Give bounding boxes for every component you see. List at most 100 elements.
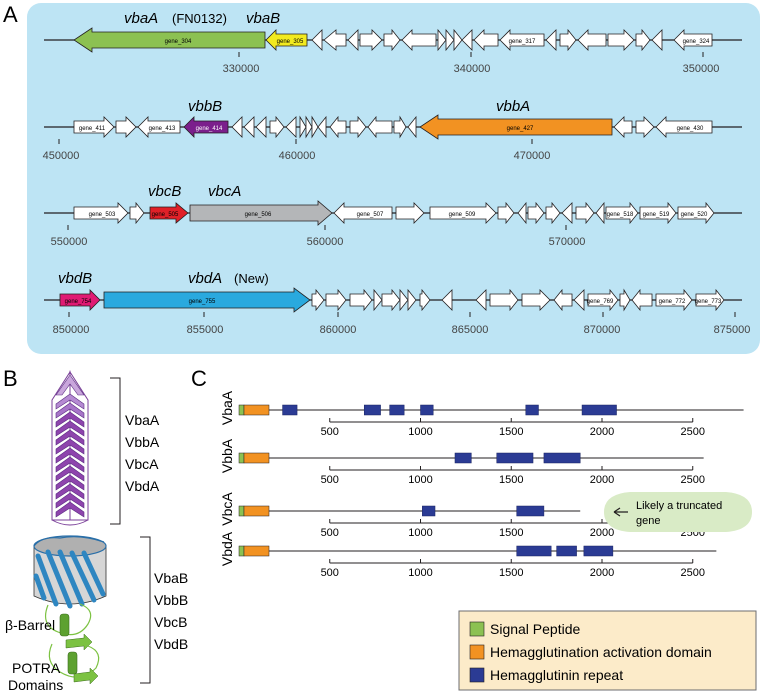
protein-label: VbcA [125, 456, 159, 472]
gene-label-vbaa: vbaA [124, 10, 158, 27]
gene-id: gene_503 [89, 212, 116, 218]
tick-label: 860000 [320, 324, 357, 336]
axis-tick-label: 2000 [590, 567, 614, 579]
tick-label: 865000 [452, 324, 489, 336]
gene-label-vbdb: vbdB [58, 270, 92, 287]
signal-peptide [238, 505, 245, 517]
gene-id: gene_324 [683, 39, 710, 45]
panel-label-a: A [3, 2, 18, 27]
tick-label: 855000 [187, 324, 224, 336]
legend-box [458, 610, 757, 691]
gene-id: gene_518 [607, 212, 634, 218]
protein-name: VbdA [219, 531, 235, 566]
signal-peptide [238, 545, 245, 557]
gene-id: gene_427 [507, 126, 534, 132]
gene-id: gene_505 [152, 212, 179, 218]
tick-label: 560000 [307, 236, 344, 248]
gene-id: gene_507 [357, 212, 384, 218]
axis-tick-label: 1500 [499, 567, 523, 579]
gene-id: gene_414 [196, 126, 223, 132]
axis-tick-label: 1000 [408, 474, 432, 486]
gene-id: gene_519 [643, 212, 670, 218]
gene-arrows-unnamed [73, 115, 713, 139]
gene-arrow-vbba [419, 114, 613, 140]
protein-name: VbbA [219, 438, 235, 473]
gene-id: gene_773 [695, 299, 722, 305]
tick-label: 460000 [279, 150, 316, 162]
gene-id: gene_754 [65, 299, 92, 305]
activation-domain [243, 505, 270, 517]
protein-label: VbaA [125, 412, 160, 428]
hemagglutinin-repeat [516, 545, 552, 557]
panel-label-c: C [191, 366, 207, 391]
gene-arrows-unnamed [311, 28, 713, 52]
protein-label: VbbA [125, 434, 160, 450]
signal-peptide [238, 452, 245, 464]
legend: Signal Peptide Hemagglutination activati… [458, 610, 757, 691]
protein-name: VbcA [219, 492, 235, 526]
potra-label-line2: Domains [8, 677, 63, 693]
axis-tick-label: 500 [321, 527, 339, 539]
hemagglutinin-repeat [420, 404, 434, 416]
axis-tick-label: 1500 [499, 527, 523, 539]
gene-id: gene_520 [681, 212, 708, 218]
gene-label-vbcb: vbcB [148, 183, 181, 200]
callout-text-line2: gene [636, 515, 660, 527]
gene-id: gene_769 [587, 299, 614, 305]
axis-tick-label: 2000 [590, 426, 614, 438]
axis-tick-label: 2500 [681, 474, 705, 486]
hemagglutinin-repeat [389, 404, 405, 416]
axis-tick-label: 2500 [681, 426, 705, 438]
axis-tick-label: 2000 [590, 527, 614, 539]
axis-tick-label: 1000 [408, 426, 432, 438]
gene-id: gene_305 [277, 39, 304, 45]
gene-id: gene_304 [165, 39, 192, 45]
axis-tick-label: 500 [321, 474, 339, 486]
gene-label-vbba: vbbA [496, 98, 530, 115]
signal-peptide [238, 404, 245, 416]
bracket-bottom [140, 536, 151, 684]
gene-id: gene_772 [659, 299, 686, 305]
tick-label: 870000 [584, 324, 621, 336]
gene-id: gene_509 [449, 212, 476, 218]
hemagglutinin-repeat [543, 452, 581, 464]
hemagglutinin-repeat [454, 452, 472, 464]
panel-label-b: B [3, 366, 18, 391]
protein-label: VbcB [154, 614, 187, 630]
axis-ticks [67, 225, 567, 230]
axis-ticks [68, 312, 736, 317]
tick-label: 350000 [683, 63, 720, 75]
potra-domains [45, 603, 100, 685]
activation-domain [243, 545, 270, 557]
barrel-label: β-Barrel [5, 617, 55, 633]
bracket-top [110, 377, 121, 525]
tick-label: 850000 [53, 324, 90, 336]
legend-swatch-activation-domain [469, 644, 485, 660]
protein-label: VbdA [125, 478, 160, 494]
axis-ticks [238, 52, 704, 57]
protein-label: VbbB [154, 592, 188, 608]
beta-barrel [33, 535, 107, 609]
tick-label: 470000 [514, 150, 551, 162]
axis-tick-label: 2000 [590, 474, 614, 486]
gene-id: gene_430 [677, 126, 704, 132]
gene-id: gene_411 [79, 126, 106, 132]
hemagglutinin-repeat [363, 404, 381, 416]
tick-label: 340000 [454, 63, 491, 75]
axis-tick-label: 1500 [499, 474, 523, 486]
legend-swatch-repeat [469, 667, 485, 683]
activation-domain [243, 452, 270, 464]
protein-label: VbdB [154, 636, 188, 652]
gene-arrow-vbda [103, 287, 311, 313]
gene-arrows-unnamed [73, 201, 715, 225]
panel-a-background [27, 3, 760, 354]
gene-arrow-vbaa [73, 27, 266, 53]
protein-track: VbbA 500 1000 1500 2000 2500 [219, 438, 705, 486]
tick-label: 450000 [43, 150, 80, 162]
gene-id: gene_755 [189, 299, 216, 305]
hemagglutinin-repeat [496, 452, 534, 464]
panel-b-structure: VbaA VbbA VbcA VbdA VbaB VbbB VbcB VbdB … [5, 370, 188, 693]
gene-id: gene_317 [509, 39, 536, 45]
